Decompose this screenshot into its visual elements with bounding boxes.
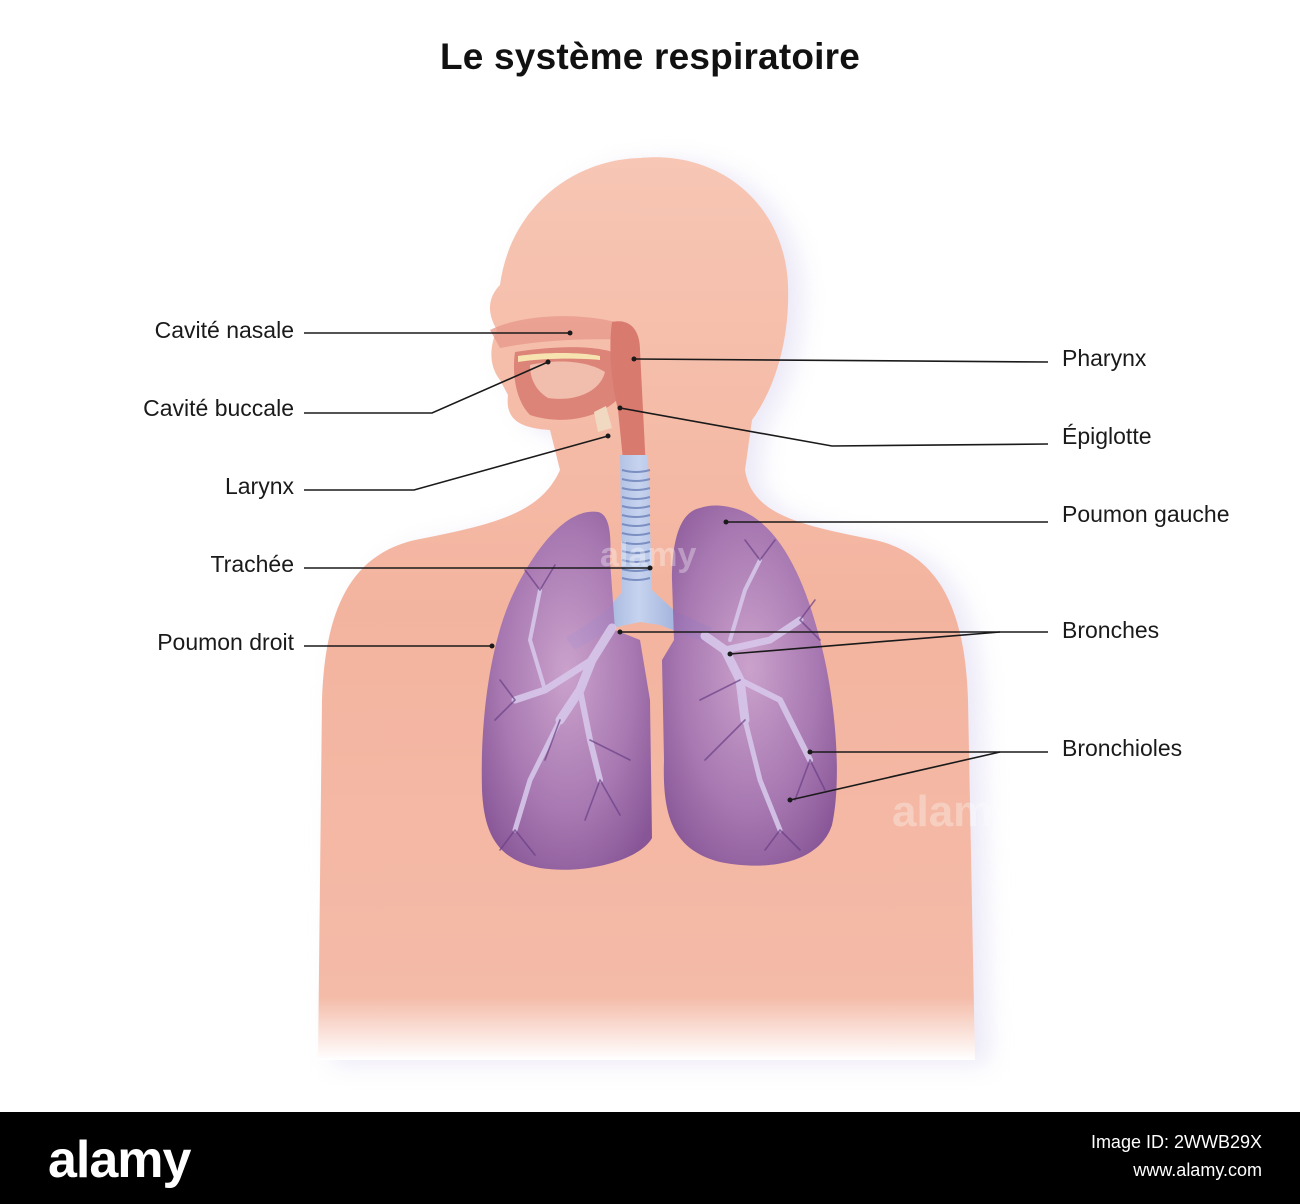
leader-cavite-buccale	[304, 361, 549, 414]
trachea-ring	[621, 550, 651, 554]
label-poumon-gauche: Poumon gauche	[1062, 501, 1230, 527]
label-cavite-nasale: Cavité nasale	[155, 317, 294, 343]
label-larynx: Larynx	[225, 473, 295, 499]
bronchial-tree	[511, 558, 813, 833]
leader-lines	[304, 330, 1049, 803]
trachea-ring	[621, 577, 651, 581]
footer-bar: alamy Image ID: 2WWB29X www.alamy.com	[0, 1112, 1300, 1204]
trachea-ring	[621, 478, 651, 482]
watermark-right: alamy	[892, 787, 1017, 836]
footer-image-id: Image ID: 2WWB29X	[1090, 1132, 1262, 1152]
trachea-ring	[621, 496, 651, 500]
trachea-ring	[621, 541, 651, 545]
leader-bronches-2	[729, 631, 1001, 655]
leader-bronchioles-2	[789, 751, 1001, 801]
trachea-ring	[621, 568, 651, 572]
respiratory-diagram: alamy alamy Cavité nasale Cavité buccale…	[143, 157, 1230, 1064]
trachea-ring	[621, 487, 651, 491]
page-title: Le système respiratoire	[439, 36, 861, 77]
label-bronchioles: Bronchioles	[1062, 735, 1182, 761]
trachea-ring	[621, 532, 651, 536]
footer-site: www.alamy.com	[1133, 1160, 1262, 1180]
trachea-ring	[621, 505, 651, 509]
head-cavities	[490, 316, 646, 470]
labels-left: Cavité nasale Cavité buccale Larynx Trac…	[143, 317, 294, 655]
leader-epiglotte	[619, 407, 1049, 447]
trachea-ring	[621, 523, 651, 527]
label-trachee: Trachée	[210, 551, 294, 577]
footer-logo: alamy	[48, 1131, 191, 1189]
trachea-ring	[621, 514, 651, 518]
bronchioles-branches	[494, 539, 826, 856]
label-epiglotte: Épiglotte	[1062, 423, 1152, 449]
footer-image-info: Image ID: 2WWB29X www.alamy.com	[1091, 1128, 1262, 1184]
label-cavite-buccale: Cavité buccale	[143, 395, 294, 421]
trachea-ring	[621, 559, 651, 563]
trachea	[566, 455, 712, 650]
leader-pharynx	[633, 358, 1049, 363]
label-bronches: Bronches	[1062, 617, 1159, 643]
label-pharynx: Pharynx	[1062, 345, 1147, 371]
right-lung	[481, 511, 652, 870]
trachea-ring	[621, 469, 651, 473]
labels-right: Pharynx Épiglotte Poumon gauche Bronches…	[1062, 345, 1230, 761]
label-poumon-droit: Poumon droit	[157, 629, 294, 655]
leader-larynx	[304, 435, 609, 491]
